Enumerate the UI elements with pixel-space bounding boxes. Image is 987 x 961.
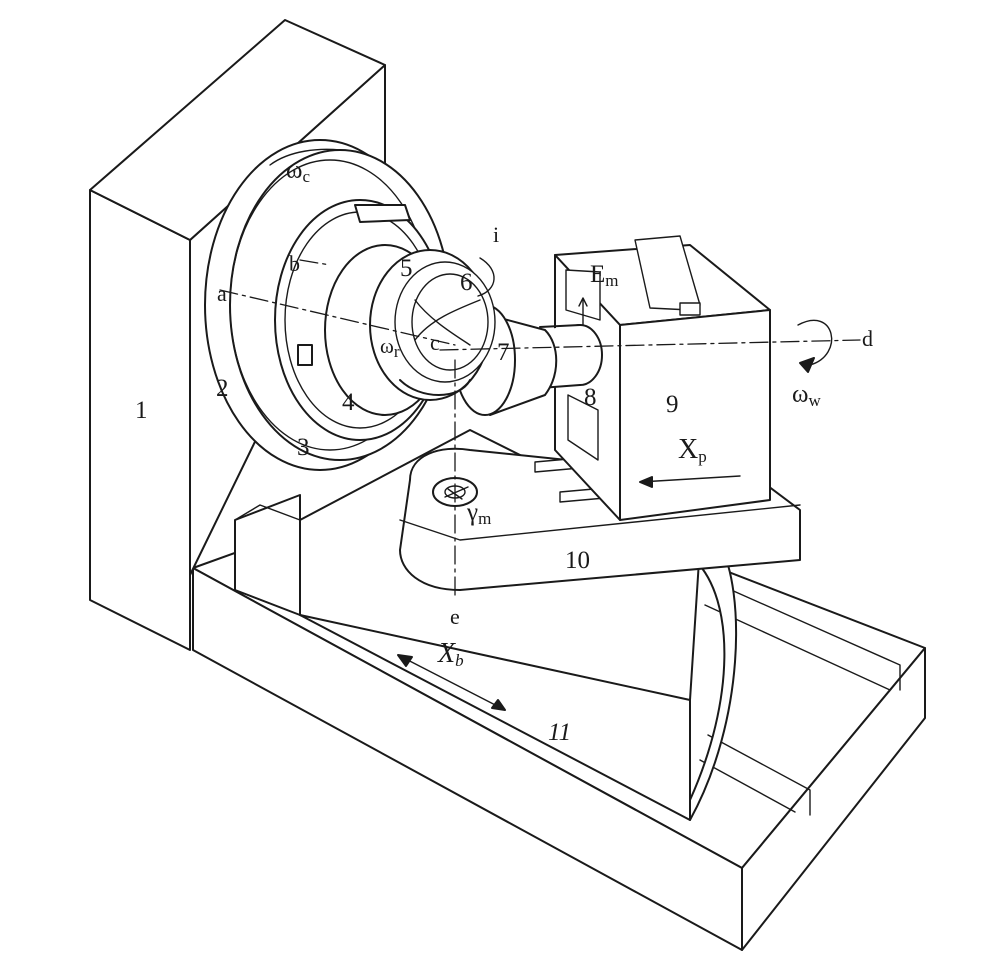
label-7: 7 [497,339,510,366]
label-3: 3 [297,434,310,461]
label-5: 5 [400,255,413,282]
label-omega-w: ωw [792,382,821,409]
label-8: 8 [584,384,597,411]
axes [219,259,861,601]
work-head [554,235,771,521]
omega-c-sub: c [302,167,311,186]
gamma-m-sub: m [478,509,492,528]
x-b-sub: b [455,651,464,670]
label-4: 4 [342,389,355,416]
point-a: a [217,281,227,306]
label-omega-c: ωc [286,158,310,185]
label-6: 6 [460,269,473,296]
x-p-symbol: X [678,434,699,465]
point-b: b [289,251,300,276]
point-c: c [430,330,440,355]
x-b-symbol: X [438,638,456,669]
label-11: 11 [548,719,572,746]
point-i: i [493,222,500,247]
label-9: 9 [666,391,679,418]
omega-c-symbol: ω [286,157,303,184]
label-gamma-m: γm [467,500,491,527]
label-x-b: Xb [438,638,464,670]
label-2: 2 [216,375,229,402]
label-e-m: Em [590,262,619,289]
omega-r-symbol: ω [380,334,394,358]
omega-w-symbol: ω [792,381,809,408]
omega-w-sub: w [808,391,821,410]
cutter-head [369,249,496,401]
point-e: e [450,604,460,629]
e-m-symbol: E [590,261,606,288]
point-d: d [862,326,873,351]
label-x-p: Xp [678,434,707,466]
label-10: 10 [565,547,590,574]
motion-arrows [269,148,833,711]
x-p-sub: p [698,447,707,466]
e-m-sub: m [605,271,619,290]
gamma-m-symbol: γ [467,499,479,526]
omega-r-sub: r [393,342,400,361]
label-omega-r: ωr [380,334,400,361]
label-1: 1 [135,397,148,424]
